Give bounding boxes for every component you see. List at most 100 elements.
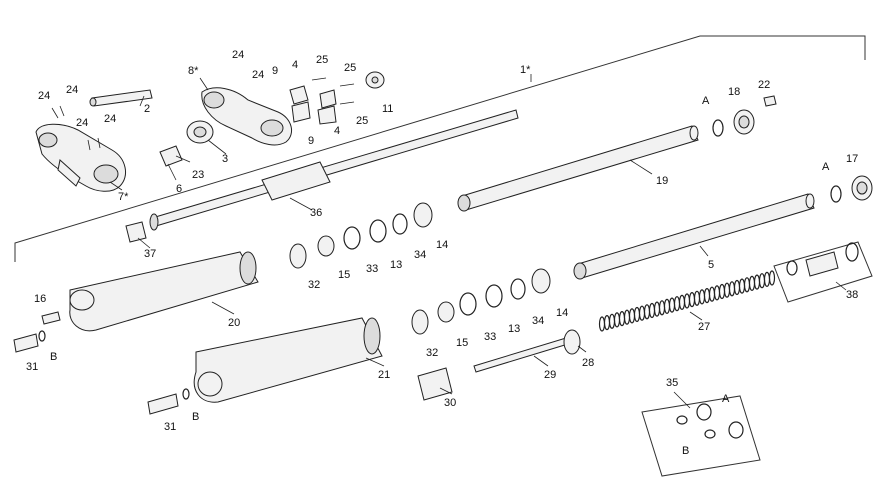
spring-coil [728, 281, 736, 297]
label-23: 23 [192, 169, 204, 181]
spring-coil [768, 270, 776, 286]
label-20: 20 [228, 317, 240, 329]
stem-bolts-24 [51, 105, 101, 151]
clamps-part-4-9 [289, 85, 337, 125]
label-25a: 25 [316, 54, 328, 66]
spring-coil [693, 290, 701, 306]
spring-coil [718, 283, 726, 300]
label-37: 37 [144, 248, 156, 260]
spring-coil [763, 271, 771, 287]
label-14a: 14 [436, 239, 448, 251]
spring-coil [683, 293, 691, 309]
label-13b: 13 [508, 323, 520, 335]
label-24a: 24 [38, 90, 50, 102]
label-25c: 25 [356, 115, 368, 127]
label-24b: 24 [66, 84, 78, 96]
seals-row-upper [289, 202, 433, 269]
label-15a: 15 [338, 269, 350, 281]
spring-coil [618, 311, 626, 327]
label-38: 38 [846, 289, 858, 301]
spring-coil [653, 301, 661, 317]
spring-coil [713, 285, 721, 301]
label-6: 6 [176, 183, 182, 195]
spring-coil [613, 312, 621, 328]
label-5: 5 [708, 259, 714, 271]
label-33a: 33 [366, 263, 378, 275]
spring-coil [673, 296, 681, 312]
label-32a: 32 [308, 279, 320, 291]
spring-coil [688, 292, 696, 308]
screws-part-25 [311, 77, 355, 105]
label-9b: 9 [308, 135, 314, 147]
label-19: 19 [656, 175, 668, 187]
bushing-part-30 [417, 367, 453, 401]
label-15b: 15 [456, 337, 468, 349]
fork-tube-part-36 [149, 109, 519, 231]
label-30: 30 [444, 397, 456, 409]
spring-coil [743, 277, 751, 293]
label-24e: 24 [232, 49, 244, 61]
inner-tube-part-5 [573, 193, 815, 280]
spring-coil [633, 306, 641, 323]
label-Ba: B [50, 351, 57, 363]
spring-coil [608, 313, 616, 329]
spring-coil [753, 274, 761, 290]
spring-coil [668, 297, 676, 313]
spring-coil [643, 304, 651, 320]
spring-coil [723, 282, 731, 298]
spring-part-27 [598, 270, 776, 332]
spring-coil [663, 298, 671, 314]
label-34a: 34 [414, 249, 426, 261]
label-31b: 31 [164, 421, 176, 433]
spring-coil [658, 300, 666, 316]
label-4a: 4 [292, 59, 298, 71]
cap-parts-17-18-22 [712, 95, 873, 203]
label-34b: 34 [532, 315, 544, 327]
spring-coil [648, 302, 656, 319]
leader-lines [109, 77, 847, 409]
damper-rod-part-29 [473, 329, 581, 373]
label-14b: 14 [556, 307, 568, 319]
ring-nut-part-3 [186, 120, 214, 144]
label-3: 3 [222, 153, 228, 165]
steering-stem-part-2 [89, 89, 153, 107]
label-21: 21 [378, 369, 390, 381]
upper-yoke-part-8 [201, 87, 293, 146]
assembly-bracket-frame [14, 35, 866, 262]
label-24f: 24 [252, 69, 264, 81]
seals-row-lower [411, 268, 551, 335]
inner-tube-part-19 [457, 125, 699, 212]
label-16: 16 [34, 293, 46, 305]
spring-coil [703, 288, 711, 304]
spring-coil [603, 315, 611, 331]
label-27: 27 [698, 321, 710, 333]
spring-coil [748, 275, 756, 291]
label-32b: 32 [426, 347, 438, 359]
label-8star: 8* [188, 65, 199, 77]
label-18: 18 [728, 86, 740, 98]
kit-box-part-35 [641, 395, 761, 477]
label-11: 11 [382, 103, 393, 115]
spring-coil [698, 289, 706, 305]
label-36: 36 [310, 207, 322, 219]
spring-coil [758, 273, 766, 289]
label-9a: 9 [272, 65, 278, 77]
label-Ab: A [822, 161, 830, 173]
label-Bc: B [682, 445, 689, 457]
spring-coil [623, 309, 631, 325]
bracket-part-6 [159, 145, 191, 167]
spring-coil [678, 294, 686, 310]
spring-coil [738, 278, 746, 294]
spring-coil [733, 279, 741, 296]
label-22: 22 [758, 79, 770, 91]
spring-coil [708, 286, 716, 302]
label-4b: 4 [334, 125, 340, 137]
label-31a: 31 [26, 361, 38, 373]
label-Bb: B [192, 411, 199, 423]
nut-part-11 [365, 71, 385, 89]
label-1star: 1* [520, 64, 531, 76]
label-24c: 24 [76, 117, 88, 129]
label-2: 2 [144, 103, 150, 115]
label-17: 17 [846, 153, 858, 165]
